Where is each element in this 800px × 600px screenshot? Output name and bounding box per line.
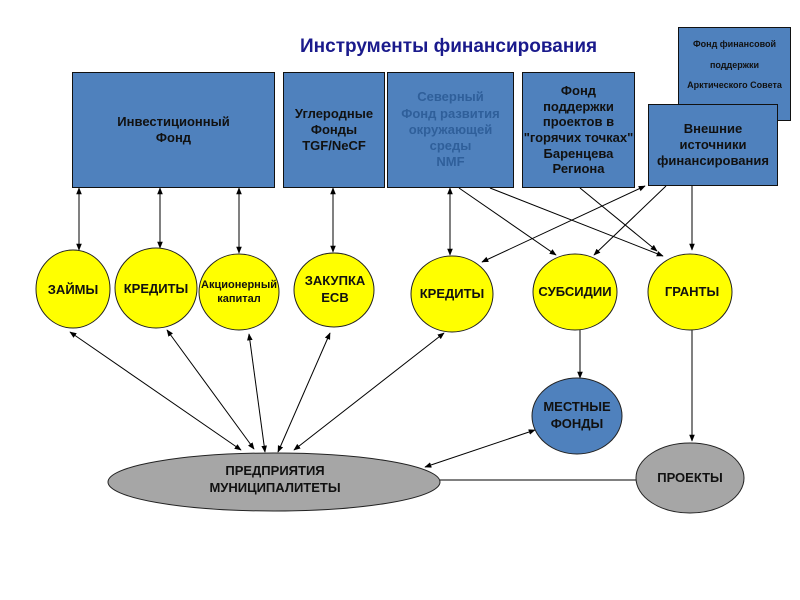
connector-nmf-to-subsidies xyxy=(458,187,557,256)
connector-local-funds-to-enterprises xyxy=(424,429,536,468)
source-external-sources[interactable]: Внешние источники финансирования xyxy=(648,104,778,186)
connector-equity-to-enterprises xyxy=(247,333,267,453)
local-funds-shape[interactable] xyxy=(531,377,623,455)
connector-external-sources-to-credits-2 xyxy=(481,185,646,263)
credits-2-shape[interactable] xyxy=(410,255,494,333)
diagram-title: Инструменты финансирования xyxy=(300,36,598,57)
source-carbon-funds[interactable]: Углеродные Фонды TGF/NeCF xyxy=(283,72,385,188)
source-label: Фонд поддержки проектов в "горячих точка… xyxy=(523,83,634,177)
connector-credits-2-to-enterprises xyxy=(293,332,445,451)
connector-credits-1-to-enterprises xyxy=(166,329,255,450)
subsidies-shape[interactable] xyxy=(532,253,618,331)
equity-shape[interactable] xyxy=(198,253,280,331)
source-label: Углеродные Фонды TGF/NeCF xyxy=(294,105,374,154)
source-nmf[interactable]: Северный Фонд развития окружающей среды … xyxy=(387,72,514,188)
loans-shape[interactable] xyxy=(35,249,111,329)
connector-external-sources-to-subsidies xyxy=(593,185,667,256)
source-label: Инвестиционный Фонд xyxy=(117,113,230,145)
grants-shape[interactable] xyxy=(647,253,733,331)
connector-loans-to-enterprises xyxy=(69,331,242,451)
source-hotspots-fund[interactable]: Фонд поддержки проектов в "горячих точка… xyxy=(522,72,635,188)
source-label: Фонд финансовой поддержки Арктического С… xyxy=(687,39,782,91)
source-investment-fund[interactable]: Инвестиционный Фонд xyxy=(72,72,275,188)
projects-shape[interactable] xyxy=(635,442,745,514)
credits-1-shape[interactable] xyxy=(114,247,198,329)
connection-layer xyxy=(69,185,695,481)
enterprises-shape[interactable] xyxy=(107,452,441,512)
source-label: Северный Фонд развития окружающей среды … xyxy=(401,89,500,170)
connector-erc-purchase-to-enterprises xyxy=(277,332,331,453)
connector-hotspots-fund-to-grants xyxy=(579,187,658,252)
source-label: Внешние источники финансирования xyxy=(657,120,769,169)
shape-layer xyxy=(35,247,745,514)
erc-purchase-shape[interactable] xyxy=(293,252,375,328)
